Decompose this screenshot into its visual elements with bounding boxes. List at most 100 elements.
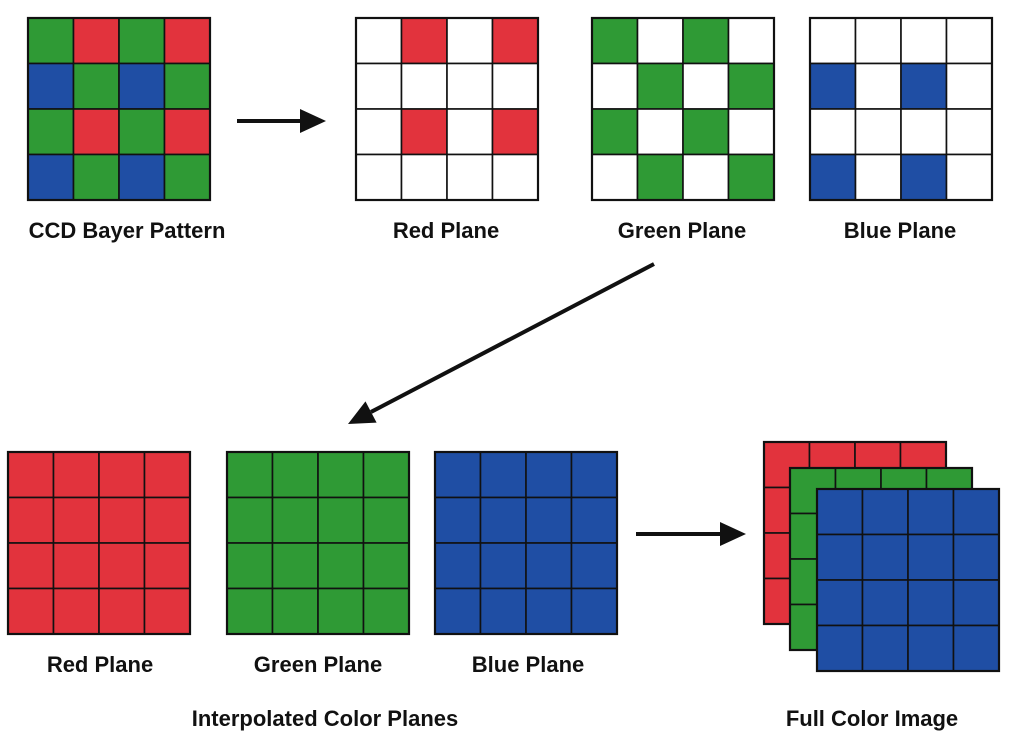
- grid-cell: [861, 488, 909, 536]
- grid-border: [808, 16, 994, 202]
- grid-cell: [27, 17, 75, 65]
- grid-cell: [118, 17, 166, 65]
- grid-cell: [491, 17, 539, 65]
- grid-cell: [446, 108, 494, 156]
- bayer-pattern-grid: [26, 16, 212, 202]
- grid-cell: [52, 542, 100, 590]
- grid-cell: [900, 17, 948, 65]
- interpolated-red-plane-grid: [6, 450, 192, 636]
- grid-cell: [479, 451, 527, 499]
- grid-cell: [636, 108, 684, 156]
- grid-cell: [98, 451, 146, 499]
- grid-cell: [727, 17, 775, 65]
- grid-cell: [809, 17, 857, 65]
- grid-cell: [434, 587, 482, 635]
- grid-border: [433, 450, 619, 636]
- interpolated-red-plane-label: Red Plane: [46, 652, 154, 677]
- grid-cell: [682, 17, 730, 65]
- full-color-blue-layer: [815, 487, 1001, 673]
- grid-cell: [143, 496, 191, 544]
- interpolated-green-plane-grid: [225, 450, 411, 636]
- grid-cell: [143, 542, 191, 590]
- sampled-blue-plane-grid: [808, 16, 994, 202]
- sampled-green-plane-label: Green Plane: [617, 218, 747, 243]
- grid-cell: [118, 108, 166, 156]
- grid-cell: [271, 542, 319, 590]
- grid-cell: [400, 153, 448, 201]
- grid-cell: [98, 587, 146, 635]
- grid-cell: [945, 108, 993, 156]
- grid-cell: [907, 579, 955, 627]
- grid-cell: [317, 496, 365, 544]
- grid-cell: [854, 17, 902, 65]
- grid-cell: [861, 533, 909, 581]
- full-color-image-label: Full Color Image: [785, 706, 959, 731]
- grid-cell: [27, 108, 75, 156]
- grid-cell: [570, 496, 618, 544]
- grid-cell: [900, 108, 948, 156]
- grid-cell: [98, 496, 146, 544]
- grid-cell: [271, 587, 319, 635]
- grid-cell: [682, 108, 730, 156]
- interpolated-blue-plane-grid: [433, 450, 619, 636]
- grid-cell: [525, 451, 573, 499]
- grid-cell: [72, 62, 120, 110]
- grid-cell: [355, 153, 403, 201]
- arrow-green-plane-to-interpolated-head: [348, 401, 377, 424]
- grid-cell: [952, 579, 1000, 627]
- grid-cell: [143, 451, 191, 499]
- grid-cell: [362, 451, 410, 499]
- grid-cell: [226, 451, 274, 499]
- grid-cell: [479, 587, 527, 635]
- grid-cell: [317, 542, 365, 590]
- grid-cell: [400, 108, 448, 156]
- grid-cell: [362, 587, 410, 635]
- grid-cell: [727, 62, 775, 110]
- sampled-green-plane-grid: [590, 16, 776, 202]
- grid-cell: [525, 587, 573, 635]
- grid-border: [815, 487, 1001, 673]
- grid-cell: [118, 62, 166, 110]
- grid-cell: [7, 451, 55, 499]
- grid-cell: [355, 108, 403, 156]
- grid-cell: [854, 108, 902, 156]
- grid-cell: [861, 579, 909, 627]
- grid-cell: [400, 17, 448, 65]
- arrow-bayer-to-planes-head: [300, 109, 326, 133]
- grid-cell: [143, 587, 191, 635]
- grid-cell: [591, 108, 639, 156]
- grid-cell: [7, 542, 55, 590]
- grid-cell: [952, 533, 1000, 581]
- grid-cell: [809, 108, 857, 156]
- grid-cell: [7, 496, 55, 544]
- grid-border: [590, 16, 776, 202]
- grid-cell: [446, 153, 494, 201]
- grid-cell: [479, 542, 527, 590]
- grid-cell: [118, 153, 166, 201]
- grid-cell: [816, 533, 864, 581]
- grid-cell: [72, 17, 120, 65]
- sampled-red-plane-grid: [354, 16, 540, 202]
- interpolated-green-plane-label: Green Plane: [253, 652, 383, 677]
- grid-cell: [163, 153, 211, 201]
- grid-cell: [907, 533, 955, 581]
- grid-cell: [952, 624, 1000, 672]
- arrow-interpolated-to-full-color: [636, 522, 746, 546]
- grid-cell: [434, 451, 482, 499]
- grid-cell: [446, 62, 494, 110]
- grid-cell: [525, 542, 573, 590]
- grid-cell: [727, 153, 775, 201]
- grid-cell: [816, 579, 864, 627]
- grid-cell: [163, 17, 211, 65]
- grid-cell: [952, 488, 1000, 536]
- grid-cell: [816, 488, 864, 536]
- grid-cell: [7, 587, 55, 635]
- grid-cell: [591, 153, 639, 201]
- grid-cell: [809, 153, 857, 201]
- grid-border: [354, 16, 540, 202]
- grid-cell: [945, 62, 993, 110]
- grid-cell: [271, 496, 319, 544]
- grid-cell: [900, 153, 948, 201]
- grid-cell: [446, 17, 494, 65]
